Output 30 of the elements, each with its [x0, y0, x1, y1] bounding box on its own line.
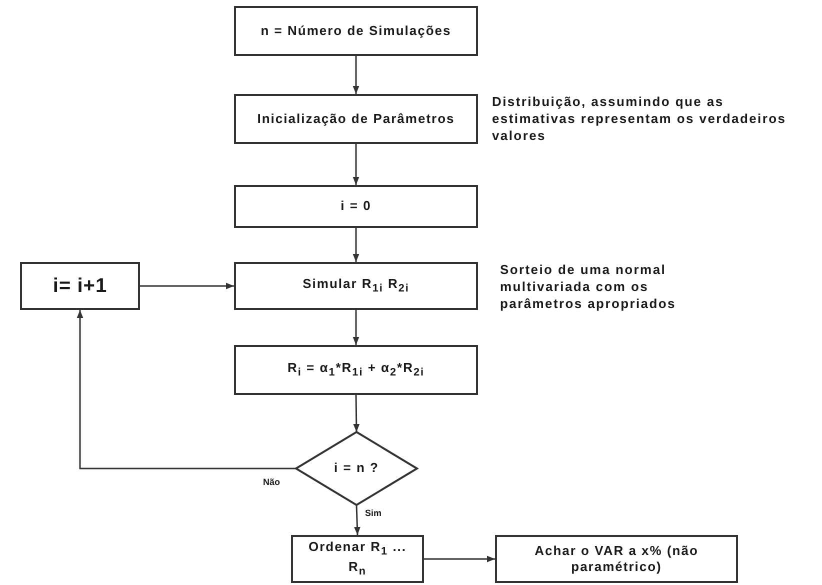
arrow [352, 144, 360, 185]
annotation-text: Sorteio de uma normal multivariada com os parâmetros apropriados [500, 262, 677, 313]
process-box [20, 262, 140, 310]
arrow [353, 394, 360, 432]
arrow [424, 556, 495, 562]
process-box [495, 535, 738, 583]
edge-label: Sim [364, 508, 383, 518]
process-box [291, 535, 424, 583]
arrow [140, 282, 234, 290]
node-text: Inicialização de Parâmetros [257, 110, 455, 128]
node-text: R$_{i}$ = α$_{1}$*R$_{1i}$ + α$_{2}$*R$_{2i}$ [287, 360, 425, 380]
annotation-text: Distribuição, assumindo que as estimativas representam os verdadeiros valores [492, 94, 788, 145]
node-text: n = Número de Simulações [260, 22, 452, 40]
arrow [354, 504, 360, 536]
arrow [352, 228, 360, 262]
arrow [76, 310, 296, 470]
process-box [234, 185, 478, 228]
process-box [234, 6, 478, 56]
node-text: i = 0 [340, 198, 372, 215]
node-text: i= i+1 [52, 274, 108, 298]
process-box [234, 345, 478, 395]
edge-label: Não [262, 477, 282, 487]
node-text: Simular R$_{1i}$ R$_{2i}$ [302, 276, 410, 296]
process-box [234, 94, 478, 144]
arrow [352, 310, 360, 345]
node-text: Ordenar R$_{1}$ ... R$_{n}$ [307, 538, 408, 580]
node-text: Achar o VAR a x% (não paramétrico) [534, 542, 700, 576]
process-box [234, 262, 478, 310]
arrow [352, 56, 360, 94]
node-text: i = n ? [334, 460, 379, 477]
